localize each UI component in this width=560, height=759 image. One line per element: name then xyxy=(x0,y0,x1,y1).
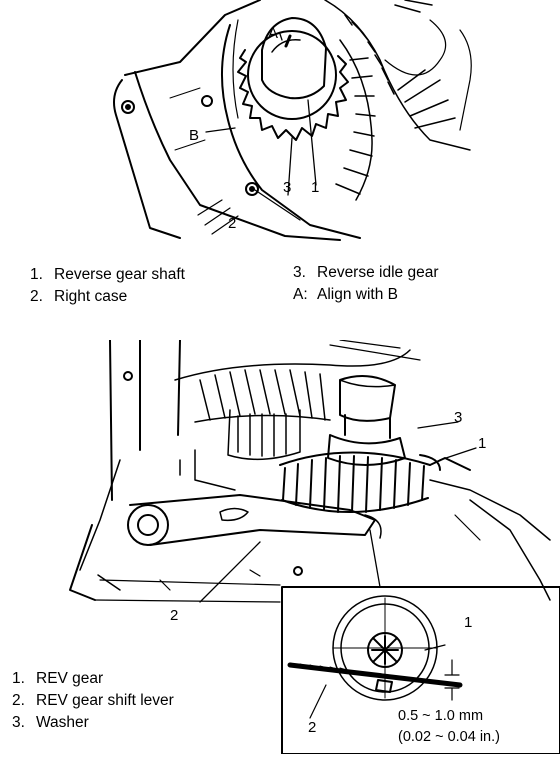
clearance-dimension: 0.5 ~ 1.0 mm (0.02 ~ 0.04 in.) xyxy=(398,706,500,748)
washer-shaft xyxy=(327,375,406,466)
figure-reverse-gear-shaft: A B 3 1 2 xyxy=(0,0,560,250)
callout-2: 2 xyxy=(170,607,178,624)
main-shaft-gear xyxy=(174,339,421,423)
callout-B: B xyxy=(189,127,199,144)
bolt-hole xyxy=(201,95,213,107)
callout-1: 1 xyxy=(478,435,486,452)
legend-item: A:Align with B xyxy=(293,286,398,303)
legend-item: 2.REV gear shift lever xyxy=(12,692,174,709)
inset-callout-1: 1 xyxy=(464,614,472,631)
legend-item: 3.Washer xyxy=(12,714,89,731)
inset-callout-2: 2 xyxy=(308,719,316,736)
case-outline xyxy=(124,0,261,76)
legend-item: 1.REV gear xyxy=(12,670,104,687)
large-gear xyxy=(324,0,472,201)
legend-item: 1.Reverse gear shaft xyxy=(30,266,185,283)
legend-item: 3.Reverse idle gear xyxy=(293,264,439,281)
figure2-legend: 1.REV gear 2.REV gear shift lever 3.Wash… xyxy=(12,668,174,734)
figure1-legend-left: 1.Reverse gear shaft 2.Right case xyxy=(30,264,185,308)
reverse-idle-gear xyxy=(237,30,349,141)
callout-3: 3 xyxy=(283,179,291,196)
callout-1: 1 xyxy=(311,179,319,196)
legend-item: 2.Right case xyxy=(30,288,128,305)
dimension-in: (0.02 ~ 0.04 in.) xyxy=(398,729,500,745)
callout-2: 2 xyxy=(228,215,236,232)
dimension-mm: 0.5 ~ 1.0 mm xyxy=(398,708,484,724)
detail-inset xyxy=(287,595,463,719)
bolt-hole xyxy=(245,182,259,196)
counter-gear xyxy=(179,409,301,491)
callout-A: A xyxy=(268,25,278,42)
reverse-gear-shaft xyxy=(261,17,327,100)
bolt-hole xyxy=(121,100,135,114)
figure1-legend-right: 3.Reverse idle gear A:Align with B xyxy=(293,262,438,306)
callout-3: 3 xyxy=(454,409,462,426)
rev-gear-shift-lever xyxy=(127,494,382,546)
figure1-drawing: A B 3 1 2 xyxy=(113,0,472,241)
